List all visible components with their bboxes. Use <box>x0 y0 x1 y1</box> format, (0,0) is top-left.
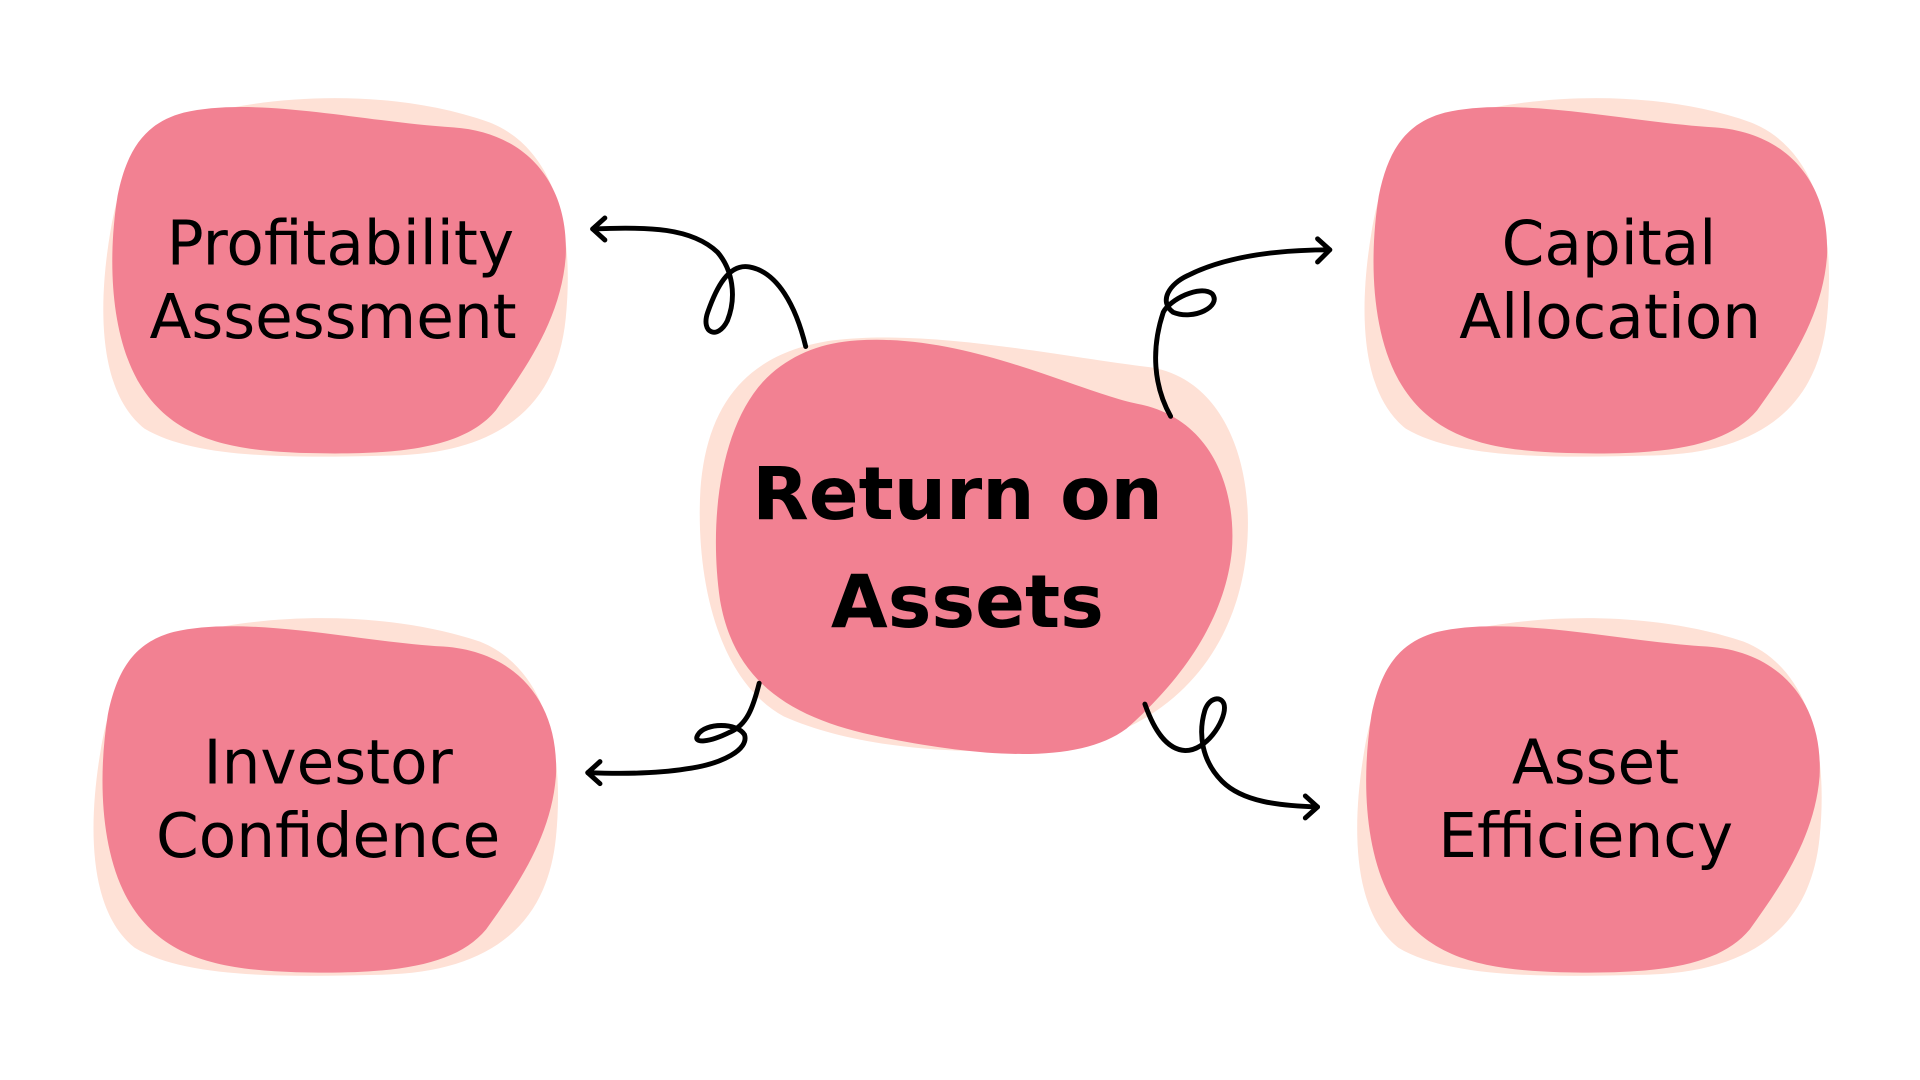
node-label-line1: Capital <box>1502 208 1717 279</box>
node-capital-allocation[interactable]: Capital Allocation <box>1364 98 1830 457</box>
center-node-return-on-assets[interactable]: Return on Assets <box>699 337 1248 754</box>
node-label-line2: Assessment <box>149 282 516 353</box>
center-label-line1: Return on <box>752 452 1163 537</box>
node-label-line2: Allocation <box>1459 282 1761 353</box>
node-label-line1: Investor <box>204 728 454 799</box>
node-blob <box>102 626 557 973</box>
arrow-to-asset-efficiency <box>1142 696 1320 821</box>
arrowhead-icon <box>585 759 603 787</box>
arrow-to-investor <box>585 680 762 787</box>
node-profitability-assessment[interactable]: Profitability Assessment <box>103 98 568 457</box>
curly-arrow-line <box>1142 696 1320 810</box>
curly-arrow-line <box>585 680 762 776</box>
node-label-line2: Confidence <box>156 801 500 872</box>
node-label-line1: Asset <box>1512 728 1679 799</box>
center-label-line2: Assets <box>831 560 1104 645</box>
node-blob <box>112 107 566 454</box>
node-asset-efficiency[interactable]: Asset Efficiency <box>1357 618 1822 976</box>
node-label-line2: Efficiency <box>1438 801 1733 872</box>
arrowhead-icon <box>1302 793 1320 821</box>
curly-arrow-line <box>1153 247 1333 419</box>
node-blob <box>1373 107 1828 454</box>
arrowhead-icon <box>1315 236 1333 265</box>
node-investor-confidence[interactable]: Investor Confidence <box>93 618 559 976</box>
node-label-line1: Profitability <box>167 208 514 279</box>
arrowhead-icon <box>590 215 608 243</box>
curly-arrow-line <box>590 225 809 349</box>
center-blob <box>715 339 1233 754</box>
arrow-to-profitability <box>590 215 809 349</box>
arrow-to-capital <box>1153 236 1333 419</box>
node-blob <box>1366 626 1820 973</box>
